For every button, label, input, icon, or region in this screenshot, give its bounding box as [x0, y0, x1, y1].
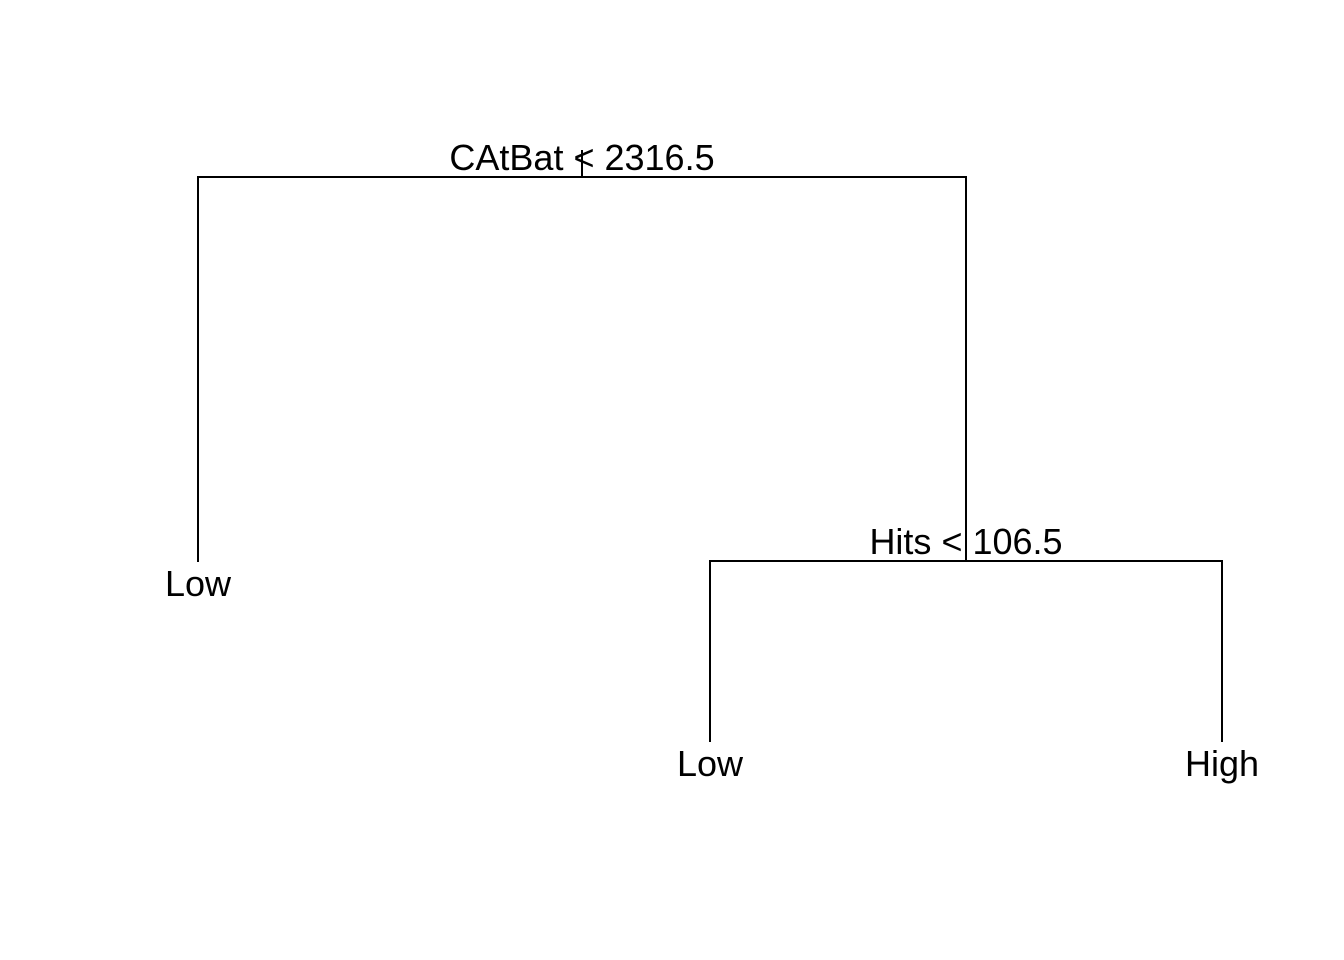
leaf-label-mid: Low: [676, 743, 744, 784]
node-label-hits: Hits < 106.5: [869, 521, 1063, 562]
leaf-label-right: High: [1184, 743, 1260, 784]
leaf-label-left: Low: [164, 563, 232, 604]
node-label-root: CAtBat < 2316.5: [449, 137, 715, 178]
